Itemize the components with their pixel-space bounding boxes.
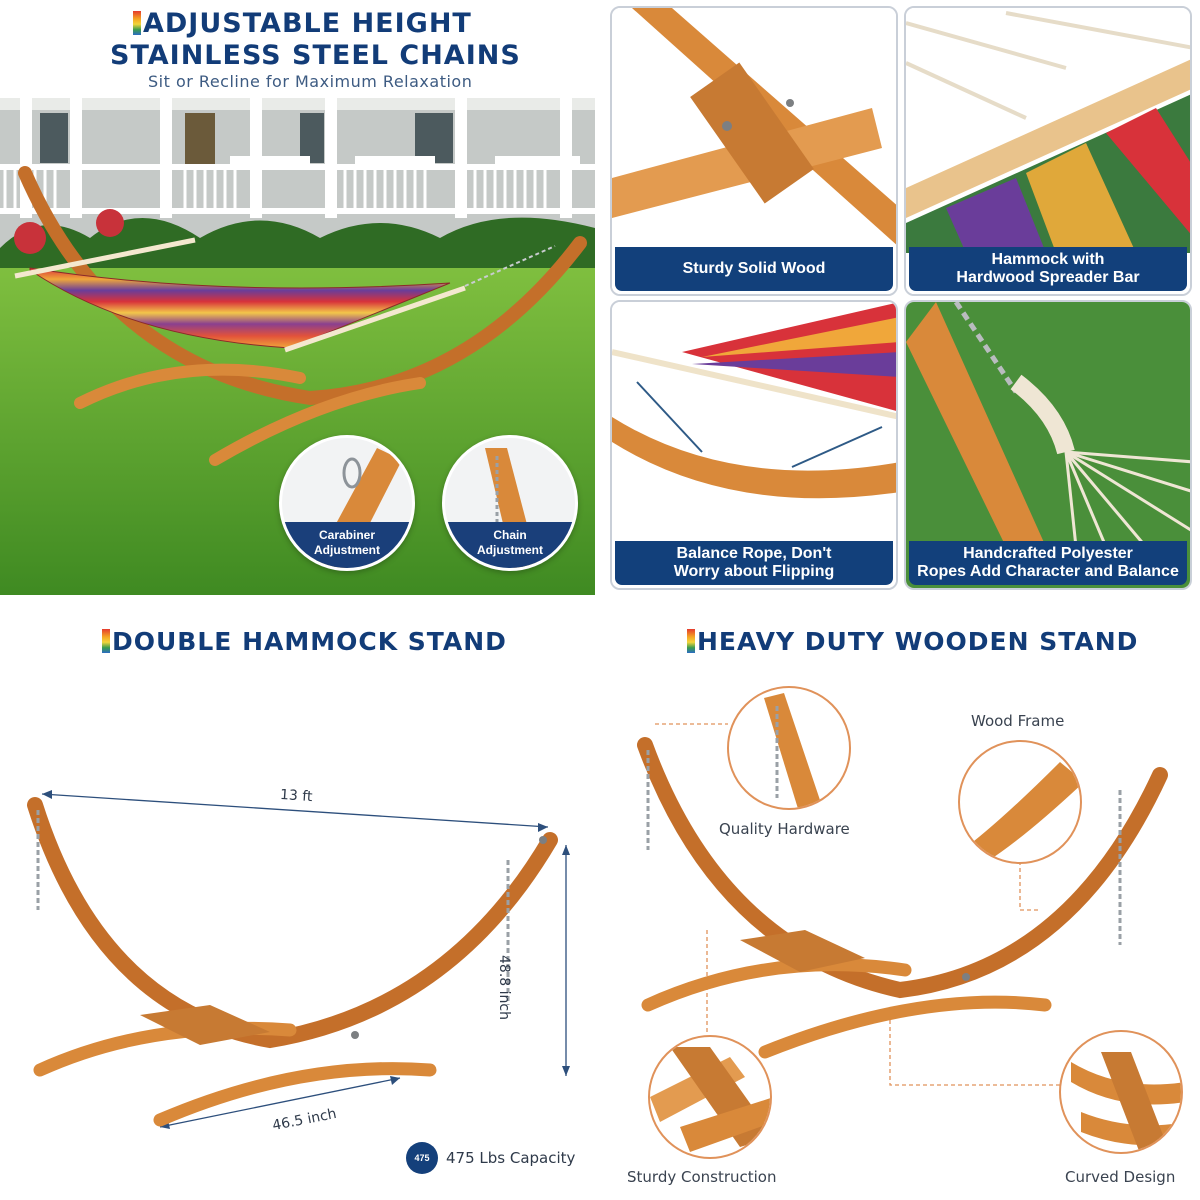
quality-hardware-zoom xyxy=(727,686,851,810)
stand-dimension-diagram xyxy=(27,790,570,1129)
feature-card-balance-rope: Balance Rope, Don't Worry about Flipping xyxy=(610,300,898,590)
rainbow-marker-icon xyxy=(133,11,141,35)
callout-wood-frame: Wood Frame xyxy=(971,712,1065,730)
rainbow-marker-icon xyxy=(687,629,695,653)
feature-card-label: Hammock with Hardwood Spreader Bar xyxy=(909,247,1187,291)
weight-capacity-icon: 475 xyxy=(406,1142,438,1174)
callout-curved-design: Curved Design xyxy=(1065,1168,1176,1186)
sturdy-construction-zoom xyxy=(648,1035,772,1159)
feature-card-label: Balance Rope, Don't Worry about Flipping xyxy=(615,541,893,585)
wooden-stand-heading: HEAVY DUTY WOODEN STAND xyxy=(687,627,1138,656)
feature-card-spreader-bar: Hammock with Hardwood Spreader Bar xyxy=(904,6,1192,296)
feature-card-solid-wood: Sturdy Solid Wood xyxy=(610,6,898,296)
wood-frame-zoom xyxy=(958,740,1082,864)
feature-card-label: Handcrafted Polyester Ropes Add Characte… xyxy=(909,541,1187,585)
subheadline: Sit or Recline for Maximum Relaxation xyxy=(148,72,473,91)
double-stand-heading-text: DOUBLE HAMMOCK STAND xyxy=(112,627,507,656)
curved-design-zoom xyxy=(1059,1030,1183,1154)
double-stand-heading: DOUBLE HAMMOCK STAND xyxy=(102,627,507,656)
hero-photo: Carabiner Adjustment Chain Adjustment xyxy=(0,98,595,595)
weight-capacity: 475 Lbs Capacity xyxy=(446,1149,576,1167)
length-dimension: 13 ft xyxy=(279,786,313,806)
height-dimension: 48.8 inch xyxy=(496,955,512,1020)
headline-line-2: STAINLESS STEEL CHAINS xyxy=(110,40,521,71)
stand-feature-diagram xyxy=(637,723,1168,1086)
headline-line-1: ADJUSTABLE HEIGHT xyxy=(133,8,472,39)
chain-caption: Chain Adjustment xyxy=(445,522,575,568)
chain-inset: Chain Adjustment xyxy=(442,435,578,571)
carabiner-caption: Carabiner Adjustment xyxy=(282,522,412,568)
callout-sturdy-construction: Sturdy Construction xyxy=(627,1168,777,1186)
wooden-stand-heading-text: HEAVY DUTY WOODEN STAND xyxy=(697,627,1139,656)
carabiner-inset: Carabiner Adjustment xyxy=(279,435,415,571)
feature-card-label: Sturdy Solid Wood xyxy=(615,247,893,291)
headline-line-1-text: ADJUSTABLE HEIGHT xyxy=(143,8,472,39)
rainbow-marker-icon xyxy=(102,629,110,653)
callout-quality-hardware: Quality Hardware xyxy=(719,820,850,838)
feature-card-polyester-ropes: Handcrafted Polyester Ropes Add Characte… xyxy=(904,300,1192,590)
